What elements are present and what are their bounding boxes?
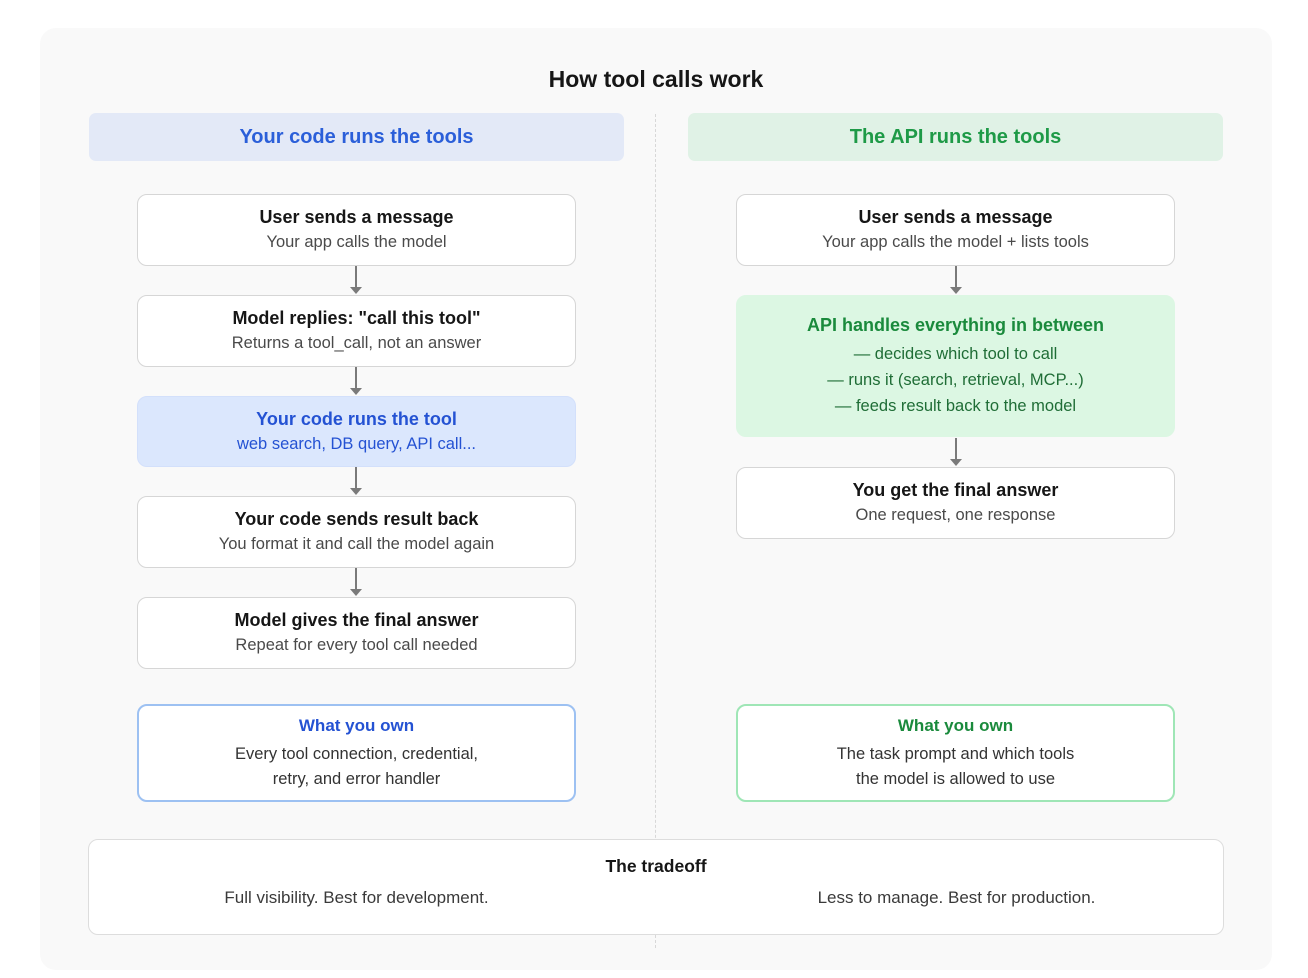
left-arrow-4 [350, 568, 362, 598]
diagram-title: How tool calls work [548, 66, 764, 92]
left-arrow-2 [350, 367, 362, 397]
left-step-5-title: Model gives the final answer [234, 610, 479, 630]
left-step-2-title: Model replies: "call this tool" [232, 308, 481, 328]
right-step-1-subtitle: Your app calls the model + lists tools [822, 233, 1089, 251]
tradeoff-title: The tradeoff [605, 856, 707, 876]
right-step-2-title: API handles everything in between [806, 315, 1105, 335]
left-step-1: User sends a message Your app calls the … [137, 194, 576, 266]
left-step-5: Model gives the final answer Repeat for … [137, 597, 576, 669]
right-column-header: The API runs the tools [688, 113, 1223, 161]
tradeoff-left-text: Full visibility. Best for development. [224, 888, 489, 907]
left-step-1-subtitle: Your app calls the model [266, 233, 447, 251]
left-column-header: Your code runs the tools [89, 113, 624, 161]
left-step-2-subtitle: Returns a tool_call, not an answer [231, 334, 482, 352]
right-arrow-1 [950, 266, 962, 296]
right-own-line-2: the model is allowed to use [855, 770, 1056, 788]
left-step-1-title: User sends a message [259, 207, 454, 227]
right-step-3-subtitle: One request, one response [855, 506, 1056, 524]
diagram-canvas: How tool calls work Your code runs the t… [40, 28, 1272, 970]
tradeoff-box: The tradeoff Full visibility. Best for d… [88, 839, 1224, 935]
left-step-5-subtitle: Repeat for every tool call needed [235, 636, 478, 654]
right-step-1-title: User sends a message [858, 207, 1053, 227]
right-own-title: What you own [897, 716, 1014, 735]
left-own-line-1: Every tool connection, credential, [234, 745, 479, 763]
left-arrow-1 [350, 266, 362, 296]
left-step-3-highlight: Your code runs the tool web search, DB q… [137, 396, 576, 467]
column-divider [655, 114, 656, 948]
right-what-you-own: What you own The task prompt and which t… [736, 704, 1175, 802]
right-step-1: User sends a message Your app calls the … [736, 194, 1175, 266]
left-own-title: What you own [298, 716, 415, 735]
right-step-3: You get the final answer One request, on… [736, 467, 1175, 539]
right-step-2-line-1: — decides which tool to call [853, 345, 1058, 363]
left-step-3-subtitle: web search, DB query, API call... [236, 434, 477, 453]
left-step-4: Your code sends result back You format i… [137, 496, 576, 568]
left-own-line-2: retry, and error handler [272, 770, 441, 788]
left-step-4-subtitle: You format it and call the model again [218, 535, 495, 553]
right-step-2-line-3: — feeds result back to the model [834, 397, 1077, 415]
left-step-2: Model replies: "call this tool" Returns … [137, 295, 576, 367]
left-step-3-title: Your code runs the tool [256, 408, 457, 429]
right-step-2-highlight: API handles everything in between — deci… [736, 295, 1175, 437]
right-step-3-title: You get the final answer [852, 480, 1059, 500]
right-arrow-2 [950, 438, 962, 468]
right-own-line-1: The task prompt and which tools [836, 745, 1075, 763]
left-step-4-title: Your code sends result back [234, 509, 479, 529]
left-what-you-own: What you own Every tool connection, cred… [137, 704, 576, 802]
right-step-2-line-2: — runs it (search, retrieval, MCP...) [827, 371, 1084, 389]
left-arrow-3 [350, 467, 362, 497]
tradeoff-right-text: Less to manage. Best for production. [817, 888, 1096, 907]
